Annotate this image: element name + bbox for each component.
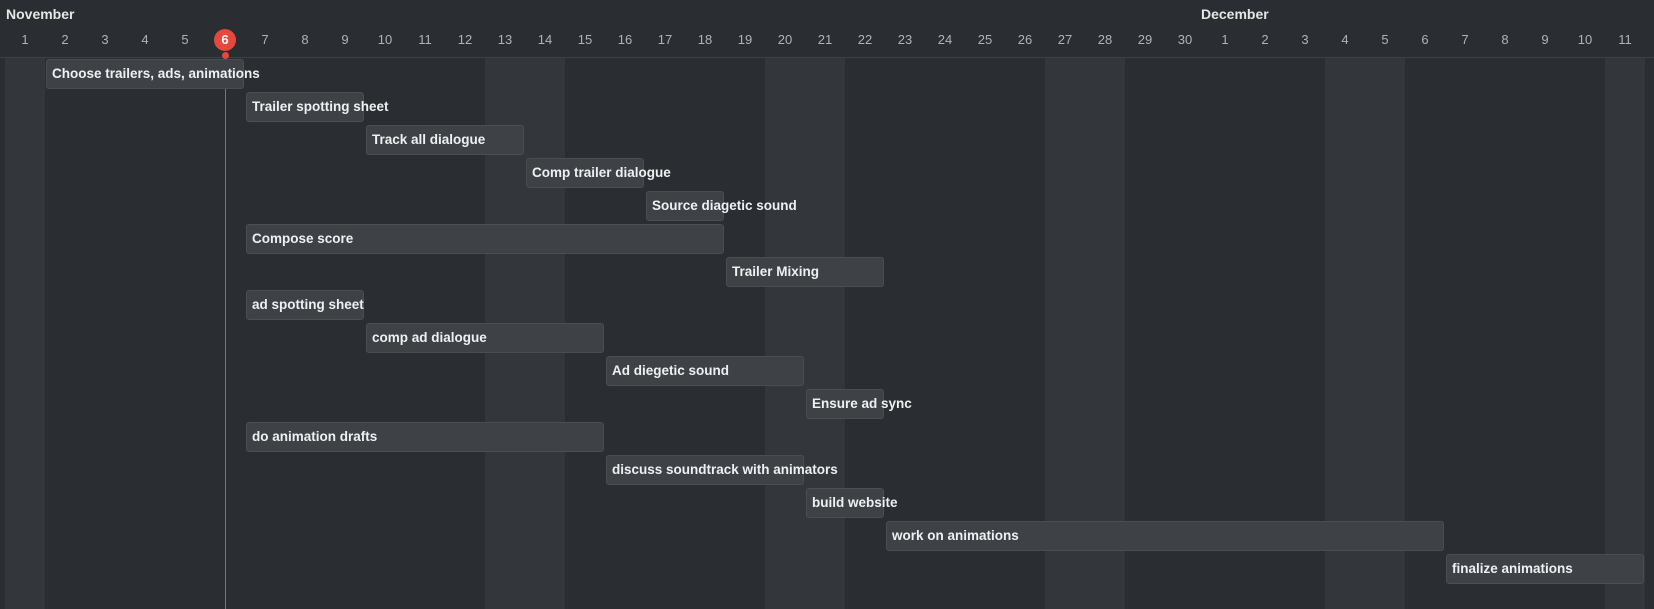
day-number: 6 — [1421, 32, 1429, 47]
day-number: 22 — [857, 32, 873, 47]
day-number: 8 — [301, 32, 309, 47]
day-number: 15 — [577, 32, 593, 47]
day-number: 12 — [457, 32, 473, 47]
day-column — [845, 57, 885, 609]
day-column — [645, 57, 685, 609]
day-column — [685, 57, 725, 609]
task-bar[interactable] — [646, 191, 724, 221]
day-column — [125, 57, 165, 609]
today-dot — [221, 52, 229, 59]
task-bar[interactable] — [1446, 554, 1644, 584]
day-number: 1 — [1221, 32, 1229, 47]
day-number: 1 — [21, 32, 29, 47]
day-column — [1125, 57, 1165, 609]
day-column — [1285, 57, 1325, 609]
day-column — [1165, 57, 1205, 609]
day-number: 25 — [977, 32, 993, 47]
task-bar[interactable] — [606, 356, 804, 386]
day-number: 20 — [777, 32, 793, 47]
day-column — [805, 57, 845, 609]
day-column — [1085, 57, 1125, 609]
task-bar[interactable] — [366, 323, 604, 353]
month-label: November — [6, 6, 75, 22]
day-column — [165, 57, 205, 609]
today-line — [224, 56, 226, 609]
day-column — [285, 57, 325, 609]
day-column — [885, 57, 925, 609]
day-number: 4 — [141, 32, 149, 47]
day-number: 11 — [418, 32, 432, 47]
day-column — [965, 57, 1005, 609]
day-column — [85, 57, 125, 609]
day-column — [1445, 57, 1485, 609]
day-column — [925, 57, 965, 609]
day-number: 5 — [181, 32, 189, 47]
month-label: December — [1201, 6, 1269, 22]
day-column — [1205, 57, 1245, 609]
day-number: 17 — [657, 32, 673, 47]
day-number: 8 — [1501, 32, 1509, 47]
day-number: 7 — [1461, 32, 1469, 47]
task-bar[interactable] — [246, 92, 364, 122]
task-bar[interactable] — [886, 521, 1444, 551]
day-number: 28 — [1097, 32, 1113, 47]
day-number: 10 — [377, 32, 393, 47]
day-number: 2 — [61, 32, 69, 47]
day-column — [1565, 57, 1605, 609]
day-column — [605, 57, 645, 609]
day-number: 21 — [817, 32, 833, 47]
task-bar[interactable] — [806, 389, 884, 419]
day-number: 30 — [1177, 32, 1193, 47]
day-column — [1365, 57, 1405, 609]
day-number: 23 — [897, 32, 913, 47]
day-number: 14 — [537, 32, 553, 47]
day-number: 19 — [737, 32, 753, 47]
day-number: 2 — [1261, 32, 1269, 47]
day-column — [325, 57, 365, 609]
day-number: 16 — [617, 32, 633, 47]
day-number: 9 — [1541, 32, 1549, 47]
day-column — [1245, 57, 1285, 609]
day-column — [1045, 57, 1085, 609]
task-bar[interactable] — [726, 257, 884, 287]
task-bar[interactable] — [46, 59, 244, 89]
day-number: 24 — [937, 32, 953, 47]
day-number: 5 — [1381, 32, 1389, 47]
header-divider — [0, 57, 1654, 58]
day-column — [1405, 57, 1445, 609]
task-bar[interactable] — [526, 158, 644, 188]
day-number: 3 — [101, 32, 109, 47]
day-number: 26 — [1017, 32, 1033, 47]
day-number: 27 — [1057, 32, 1073, 47]
task-bar[interactable] — [246, 224, 724, 254]
task-bar[interactable] — [606, 455, 804, 485]
task-bar[interactable] — [246, 290, 364, 320]
day-column — [1485, 57, 1525, 609]
day-column — [1605, 57, 1645, 609]
day-column — [725, 57, 765, 609]
day-number: 11 — [1618, 32, 1632, 47]
day-column — [245, 57, 285, 609]
day-number: 7 — [261, 32, 269, 47]
day-number: 29 — [1137, 32, 1153, 47]
day-number: 13 — [497, 32, 513, 47]
day-column — [765, 57, 805, 609]
day-number: 4 — [1341, 32, 1349, 47]
task-bar[interactable] — [246, 422, 604, 452]
day-number: 18 — [697, 32, 713, 47]
today-badge: 6 — [214, 29, 236, 51]
day-column — [1525, 57, 1565, 609]
day-column — [5, 57, 45, 609]
day-number: 10 — [1577, 32, 1593, 47]
day-number: 9 — [341, 32, 349, 47]
day-column — [45, 57, 85, 609]
day-column — [1005, 57, 1045, 609]
task-bar[interactable] — [806, 488, 884, 518]
day-column — [1325, 57, 1365, 609]
task-bar[interactable] — [366, 125, 524, 155]
day-number: 3 — [1301, 32, 1309, 47]
